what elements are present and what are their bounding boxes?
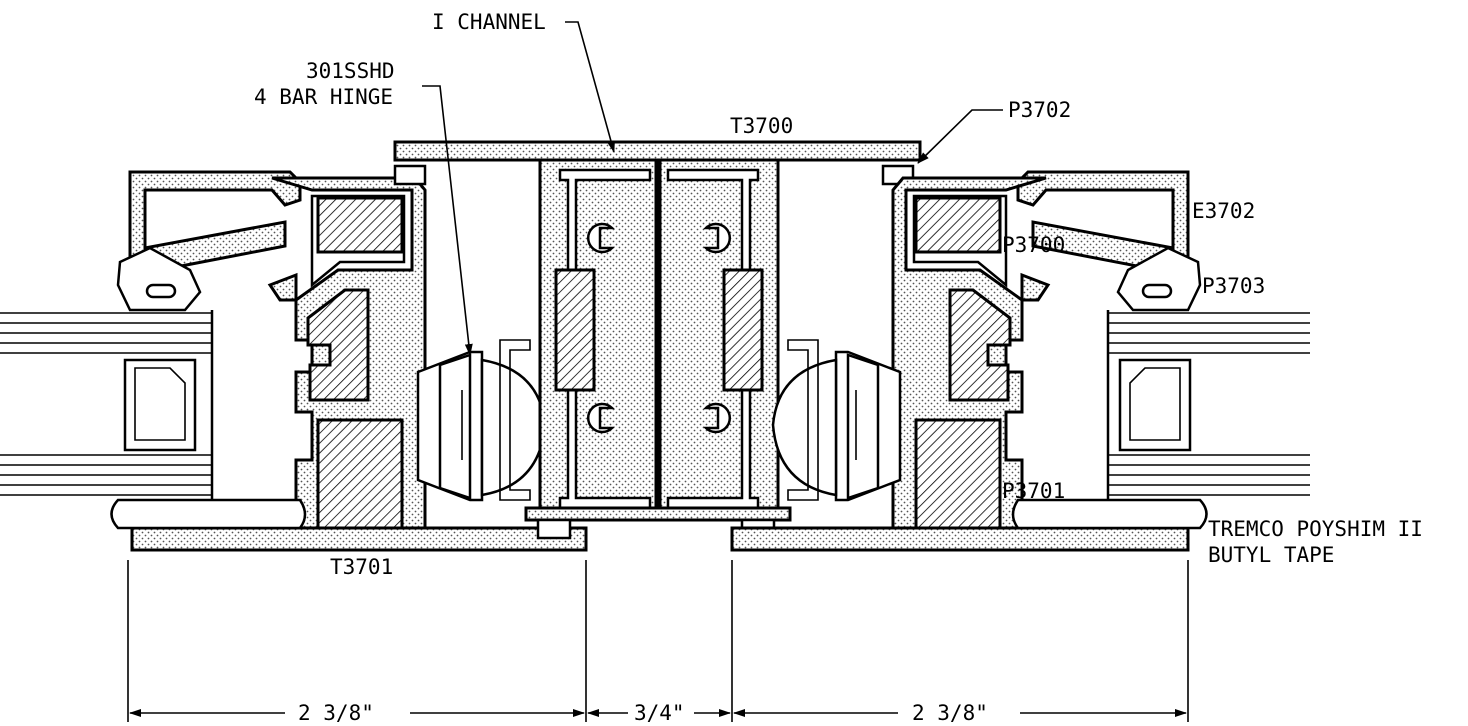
glass-gasket-right — [1011, 246, 1208, 530]
wood-block-left-top — [316, 196, 404, 254]
label-tape-line2: BUTYL TAPE — [1208, 543, 1334, 567]
leader-lines — [422, 21, 1003, 356]
label-i-channel: I CHANNEL — [432, 10, 546, 34]
wood-block-right-mid — [948, 288, 1012, 402]
dimension-middle: 3/4" — [634, 701, 685, 725]
center-mullion — [393, 140, 922, 540]
label-p3703: P3703 — [1202, 274, 1265, 298]
glass-unit-left — [0, 310, 214, 500]
wood-block-right-bottom — [914, 418, 1002, 530]
wood-block-left-bottom — [316, 418, 404, 530]
label-p3700: P3700 — [1002, 233, 1065, 257]
label-tape-line1: TREMCO POYSHIM II — [1208, 517, 1423, 541]
dimension-lines — [127, 560, 1189, 722]
glass-unit-right — [1106, 310, 1310, 500]
label-t3701: T3701 — [330, 555, 393, 579]
label-hinge-line1: 301SSHD — [306, 59, 395, 83]
dimension-right: 2 3/8" — [912, 701, 988, 725]
glass-gasket-left — [110, 246, 307, 530]
label-t3700: T3700 — [730, 114, 793, 138]
wood-block-right-top — [914, 196, 1002, 254]
label-hinge-line2: 4 BAR HINGE — [254, 85, 393, 109]
label-p3701: P3701 — [1002, 479, 1065, 503]
dimension-left: 2 3/8" — [298, 701, 374, 725]
label-e3702: E3702 — [1192, 199, 1255, 223]
hinge-right — [771, 339, 902, 502]
wood-block-left-mid — [306, 288, 370, 402]
label-p3702: P3702 — [1008, 98, 1071, 122]
hinge-left — [416, 339, 547, 502]
